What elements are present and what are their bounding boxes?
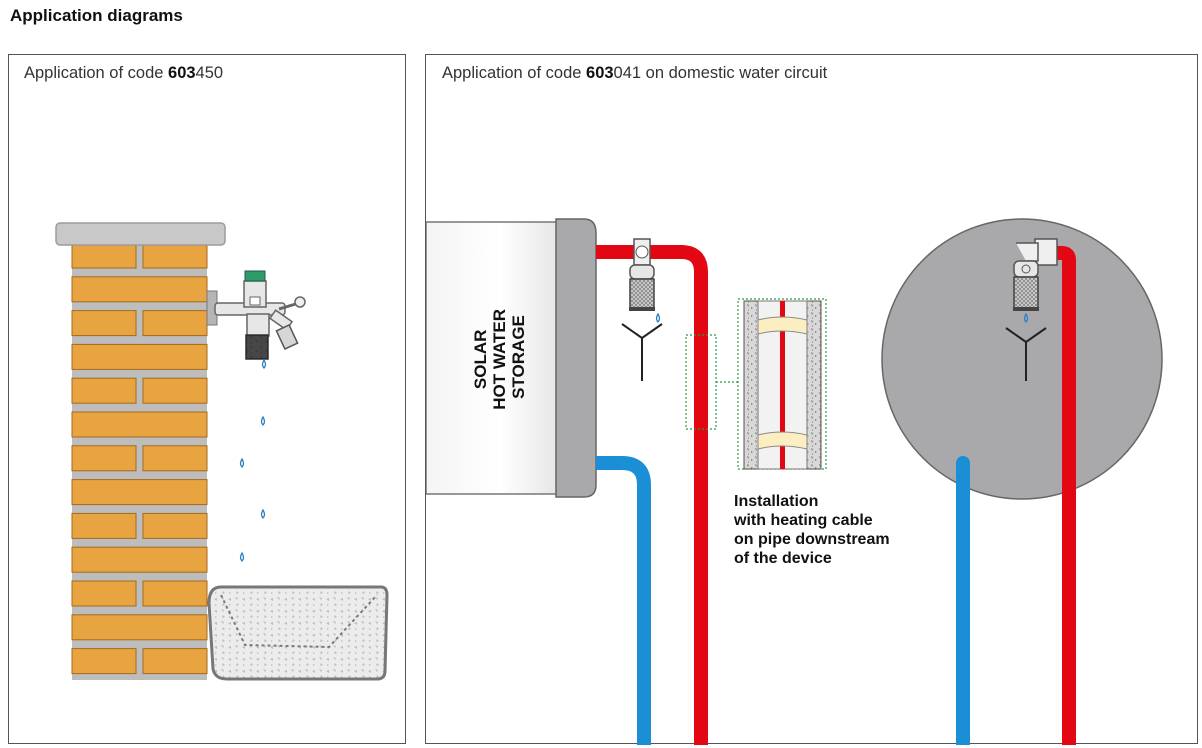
water-droplets [239, 358, 267, 562]
caption-prefix: Application of code [442, 64, 587, 82]
installation-note-line-3: on pipe downstream [734, 531, 890, 548]
installation-note-line-2: with heating cable [734, 512, 873, 529]
hot-water-pipe-left [596, 245, 708, 745]
caption-code-bold: 603 [168, 64, 196, 82]
storage-label: SOLAR HOT WATER STORAGE [471, 304, 528, 409]
brick [71, 580, 137, 607]
garden-tap-icon [206, 270, 306, 360]
brick [71, 377, 137, 404]
brick [142, 377, 208, 404]
brick [142, 512, 208, 539]
installation-note-line-4: of the device [734, 550, 832, 567]
brick [71, 242, 137, 269]
brick [71, 310, 137, 337]
brick-pillar [55, 222, 226, 680]
pillar-cap [55, 222, 226, 246]
left-diagram-panel: Application of code 603450 [8, 54, 406, 744]
caption-code-suffix: 041 on domestic water circuit [613, 64, 828, 82]
brick [71, 445, 137, 472]
domestic-water-circuit-illustration: SOLAR HOT WATER STORAGE [426, 218, 1163, 745]
page-title: Application diagrams [10, 6, 183, 25]
caption-code-bold: 603 [586, 64, 614, 82]
brick [71, 614, 208, 641]
installation-note-line-1: Installation [734, 493, 819, 510]
brick [71, 343, 208, 370]
storage-label-line-3: STORAGE [509, 315, 528, 399]
heating-cable [780, 301, 785, 469]
caption-prefix: Application of code [24, 64, 169, 82]
brick [71, 648, 137, 675]
heating-cable-detail [737, 298, 827, 470]
gravel-drain-pit [207, 585, 389, 681]
cold-water-pipe-left [596, 456, 651, 745]
brick [71, 411, 208, 438]
brick [142, 310, 208, 337]
left-panel-caption: Application of code 603450 [24, 64, 223, 83]
anti-freeze-valve-icon-right [1005, 238, 1058, 381]
brick [71, 479, 208, 506]
right-diagram-panel: Application of code 603041 on domestic w… [425, 54, 1198, 745]
domestic-tank [881, 218, 1163, 500]
anti-freeze-valve-icon [621, 238, 663, 381]
brick [71, 546, 208, 573]
garden-tap-illustration [55, 222, 389, 681]
solar-hot-water-storage: SOLAR HOT WATER STORAGE [426, 218, 597, 498]
right-panel-caption: Application of code 603041 on domestic w… [442, 64, 827, 83]
brick [71, 276, 208, 303]
brick [142, 242, 208, 269]
hot-water-pipe-right [1037, 246, 1076, 745]
caption-code-suffix: 450 [195, 64, 224, 82]
installation-note: Installation with heating cable on pipe … [734, 492, 890, 568]
brick [142, 648, 208, 675]
storage-label-line-2: HOT WATER [490, 309, 509, 410]
storage-label-line-1: SOLAR [471, 330, 490, 390]
brick [71, 512, 137, 539]
brick [142, 580, 208, 607]
brick [142, 445, 208, 472]
